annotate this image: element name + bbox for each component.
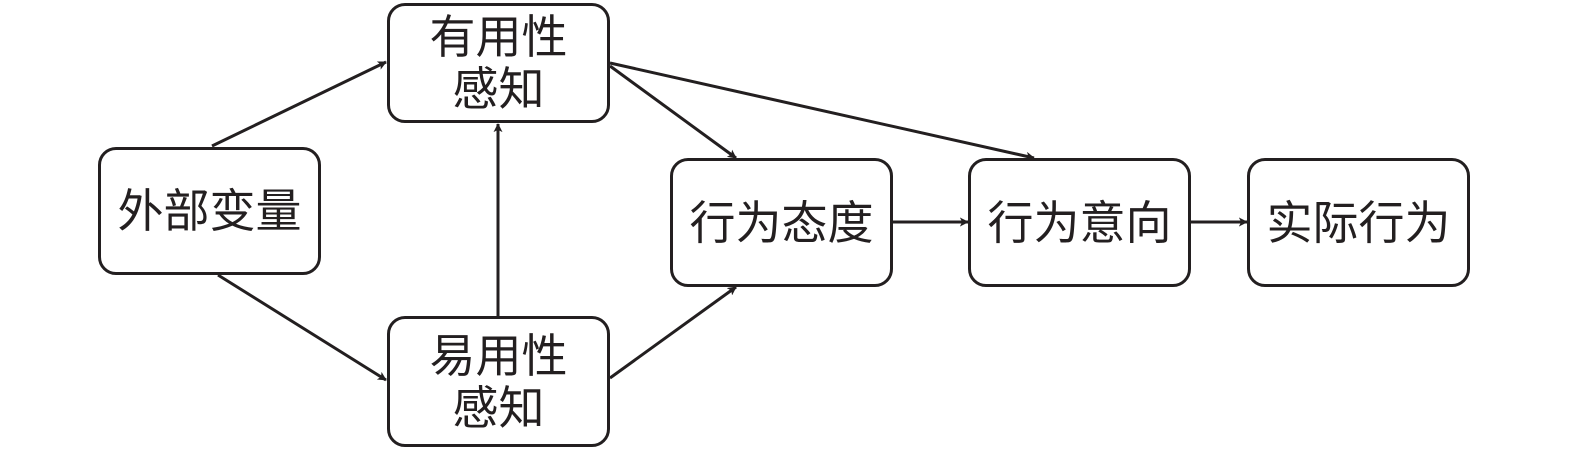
node-perceived-usefulness-line1: 有用性 [429,10,568,64]
node-perceived-usefulness: 有用性 感知 [387,3,610,123]
arrow-usefulness-to-attitude [609,64,737,160]
node-behavioral-intention-label: 行为意向 [987,195,1172,250]
arrow-external-to-usefulness [211,60,387,148]
arrow-usefulness-to-intention [609,61,1035,161]
node-external-variables-label: 外部变量 [117,184,302,238]
node-actual-behavior-label: 实际行为 [1266,195,1451,250]
node-perceived-ease-of-use-line1: 易用性 [429,328,568,383]
arrow-external-to-ease [217,273,387,382]
node-behavioral-attitude: 行为态度 [670,158,893,287]
arrow-ease-to-attitude [609,285,737,380]
node-external-variables: 外部变量 [98,147,321,275]
node-perceived-usefulness-line2: 感知 [452,62,545,116]
node-behavioral-attitude-label: 行为态度 [689,195,874,250]
node-perceived-ease-of-use-line2: 感知 [452,380,545,435]
node-perceived-ease-of-use: 易用性 感知 [387,316,610,447]
node-actual-behavior: 实际行为 [1247,158,1470,287]
node-behavioral-intention: 行为意向 [968,158,1191,287]
